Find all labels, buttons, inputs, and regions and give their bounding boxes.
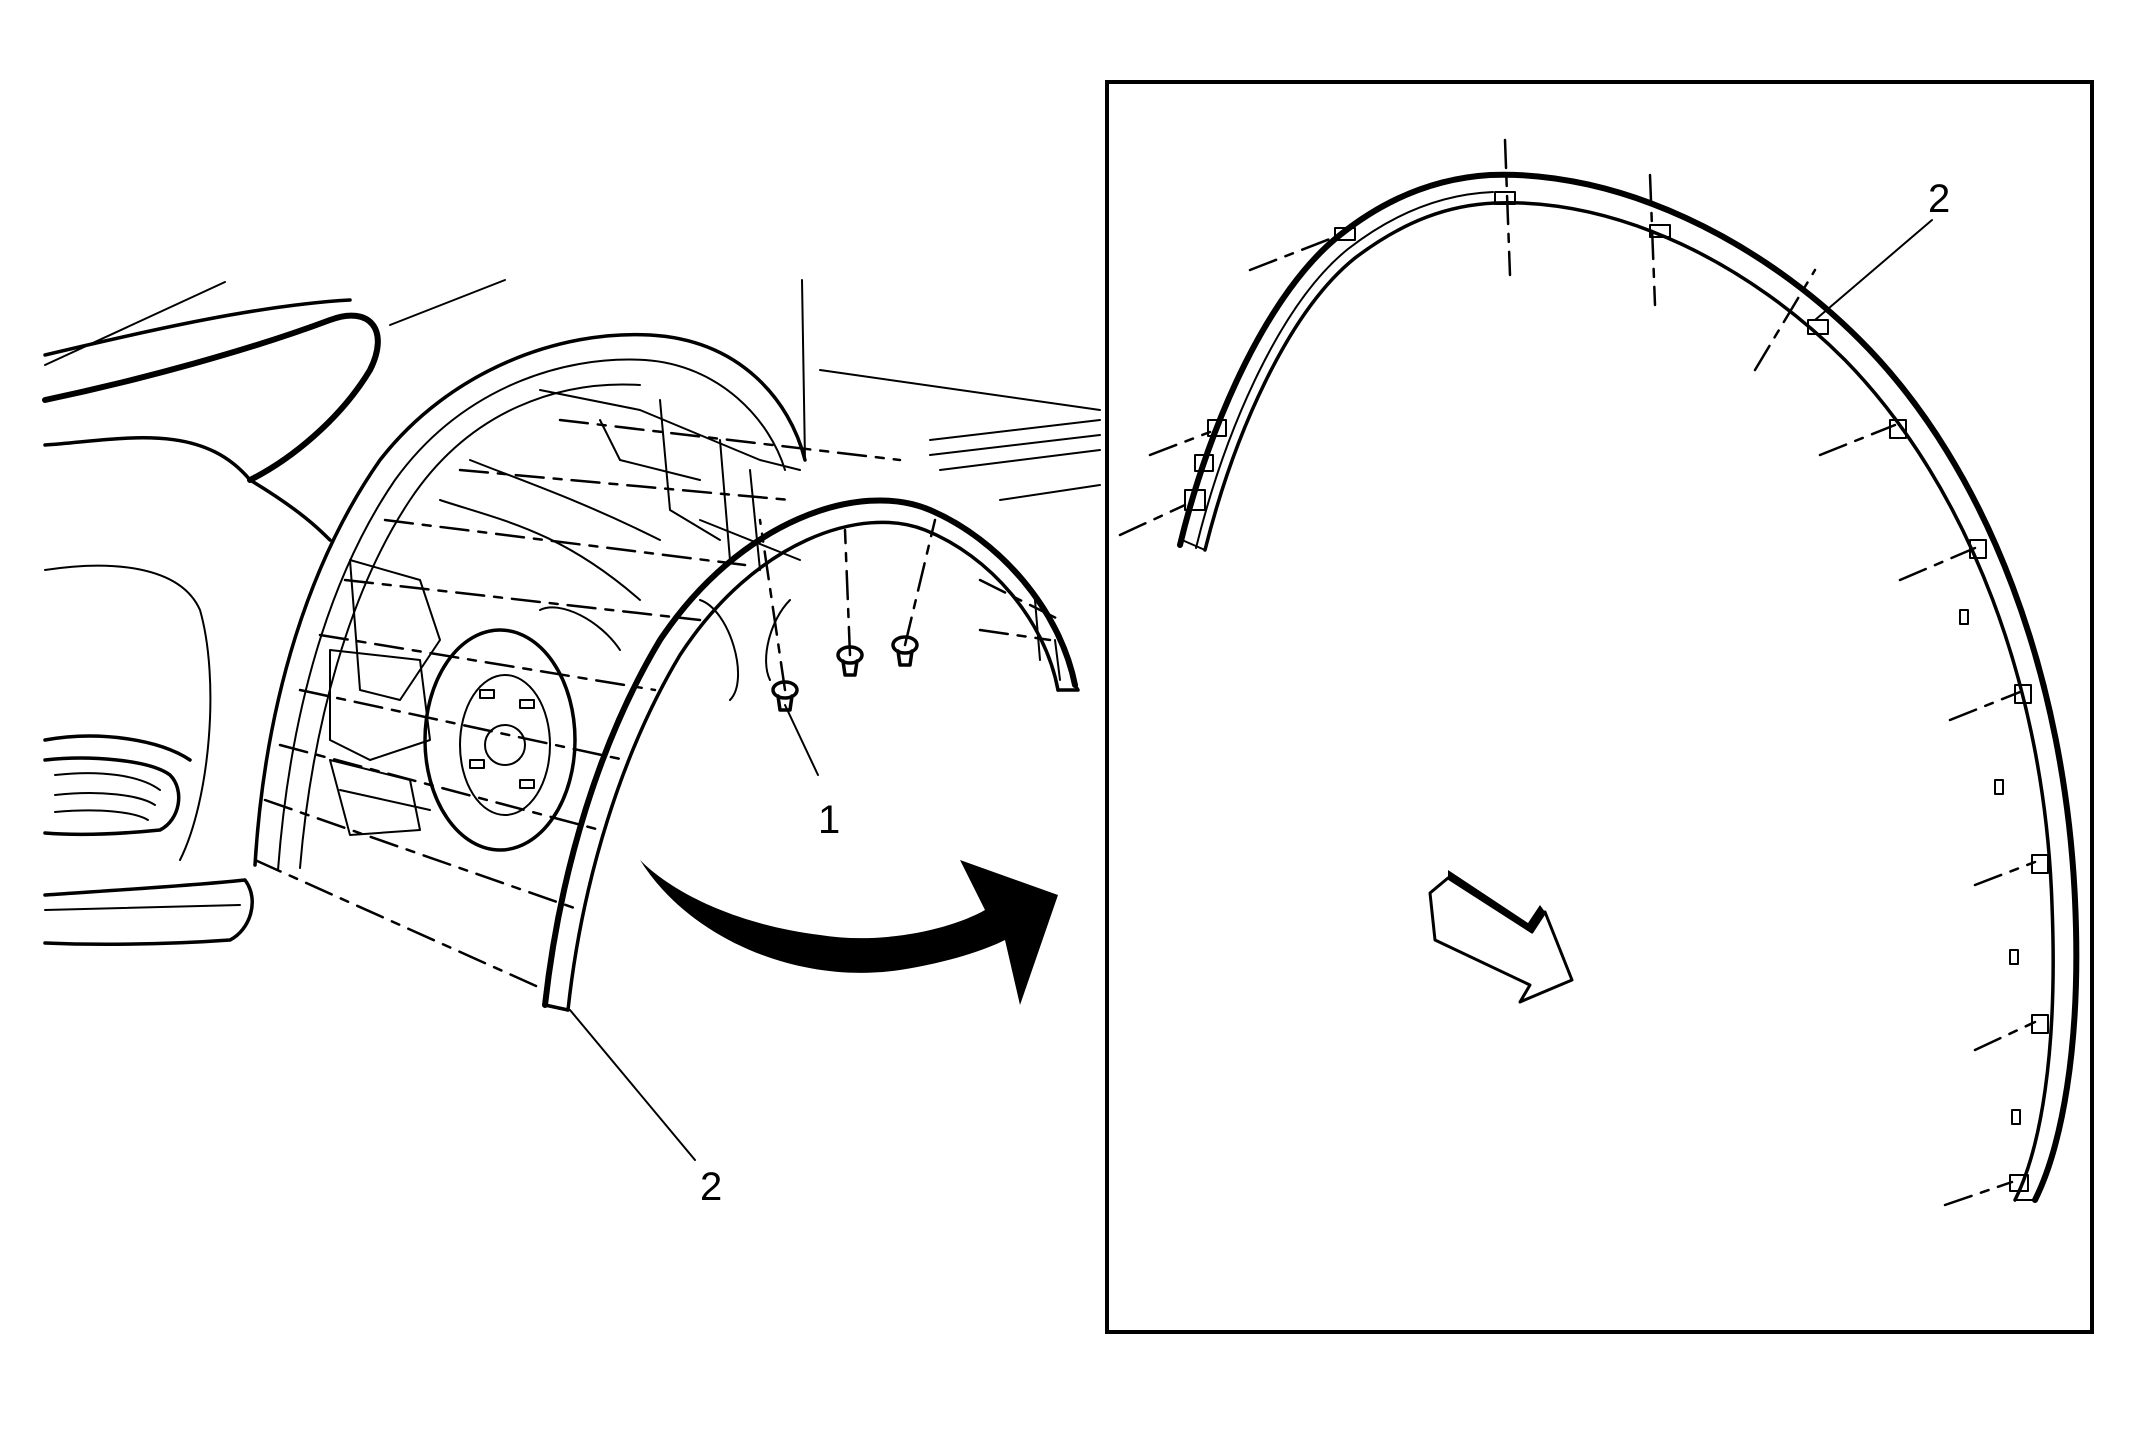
callout-1: 1	[818, 798, 840, 842]
wheelhouse-interior	[329, 389, 801, 852]
callout-leader	[1814, 219, 1933, 321]
callout-leader	[784, 704, 819, 776]
fastener-group	[771, 635, 919, 712]
push-pin-fastener	[891, 635, 919, 667]
detail-view: 2	[1105, 80, 2094, 1334]
direction-arrow-icon	[1428, 870, 1574, 1004]
wheel-opening-molding	[542, 497, 1080, 1012]
molding-detail	[1177, 171, 2080, 1203]
detail-frame	[1105, 80, 2094, 1334]
body-panel-lines	[42, 279, 1101, 946]
curved-arrow-icon	[640, 860, 1058, 1005]
alignment-leaders	[253, 418, 1062, 992]
callout-2: 2	[700, 1165, 722, 1209]
callout-leader	[569, 1009, 696, 1161]
callout-2-detail: 2	[1928, 177, 1950, 221]
detail-alignment-leaders	[1118, 138, 2037, 1207]
vehicle-wheel-opening-view: 1 2	[42, 279, 1101, 1209]
